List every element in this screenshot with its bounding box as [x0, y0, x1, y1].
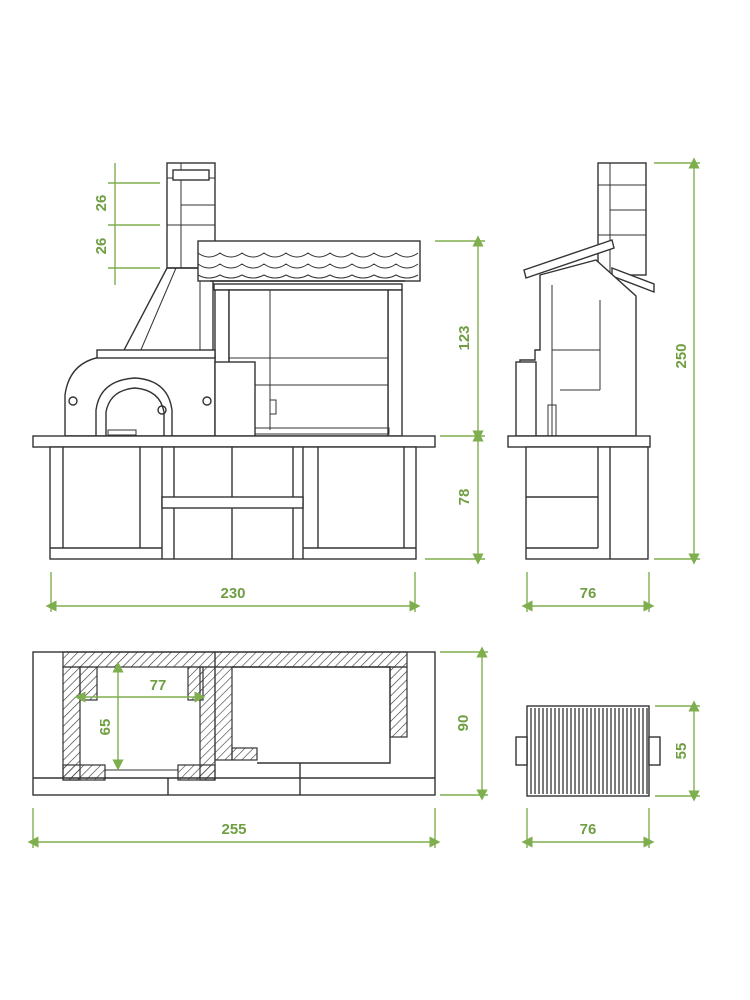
roof-tiles: [197, 252, 419, 279]
dim-label-chimney-top: 26: [93, 195, 110, 212]
dimension-lines: [27, 157, 700, 848]
dim-label-plan-depth: 90: [455, 715, 472, 732]
dim-label-grill-depth: 55: [673, 743, 690, 760]
side-elevation: [507, 162, 655, 560]
dim-label-plan-width: 255: [221, 821, 246, 838]
dim-label-base-height: 78: [456, 489, 473, 506]
dim-label-oven-width: 77: [150, 677, 167, 694]
dim-label-oven-depth: 65: [97, 719, 114, 736]
dim-label-side-depth: 76: [580, 585, 597, 602]
grill-plan: [515, 705, 661, 797]
grill-bars: [530, 708, 648, 794]
dim-label-grill-width: 76: [580, 821, 597, 838]
dim-label-roof-height: 123: [456, 325, 473, 350]
plan-view: [32, 651, 436, 796]
dim-label-total-height: 250: [673, 343, 690, 368]
front-elevation: [32, 162, 436, 560]
dim-label-front-width: 230: [220, 585, 245, 602]
dim-label-chimney-bottom: 26: [93, 238, 110, 255]
